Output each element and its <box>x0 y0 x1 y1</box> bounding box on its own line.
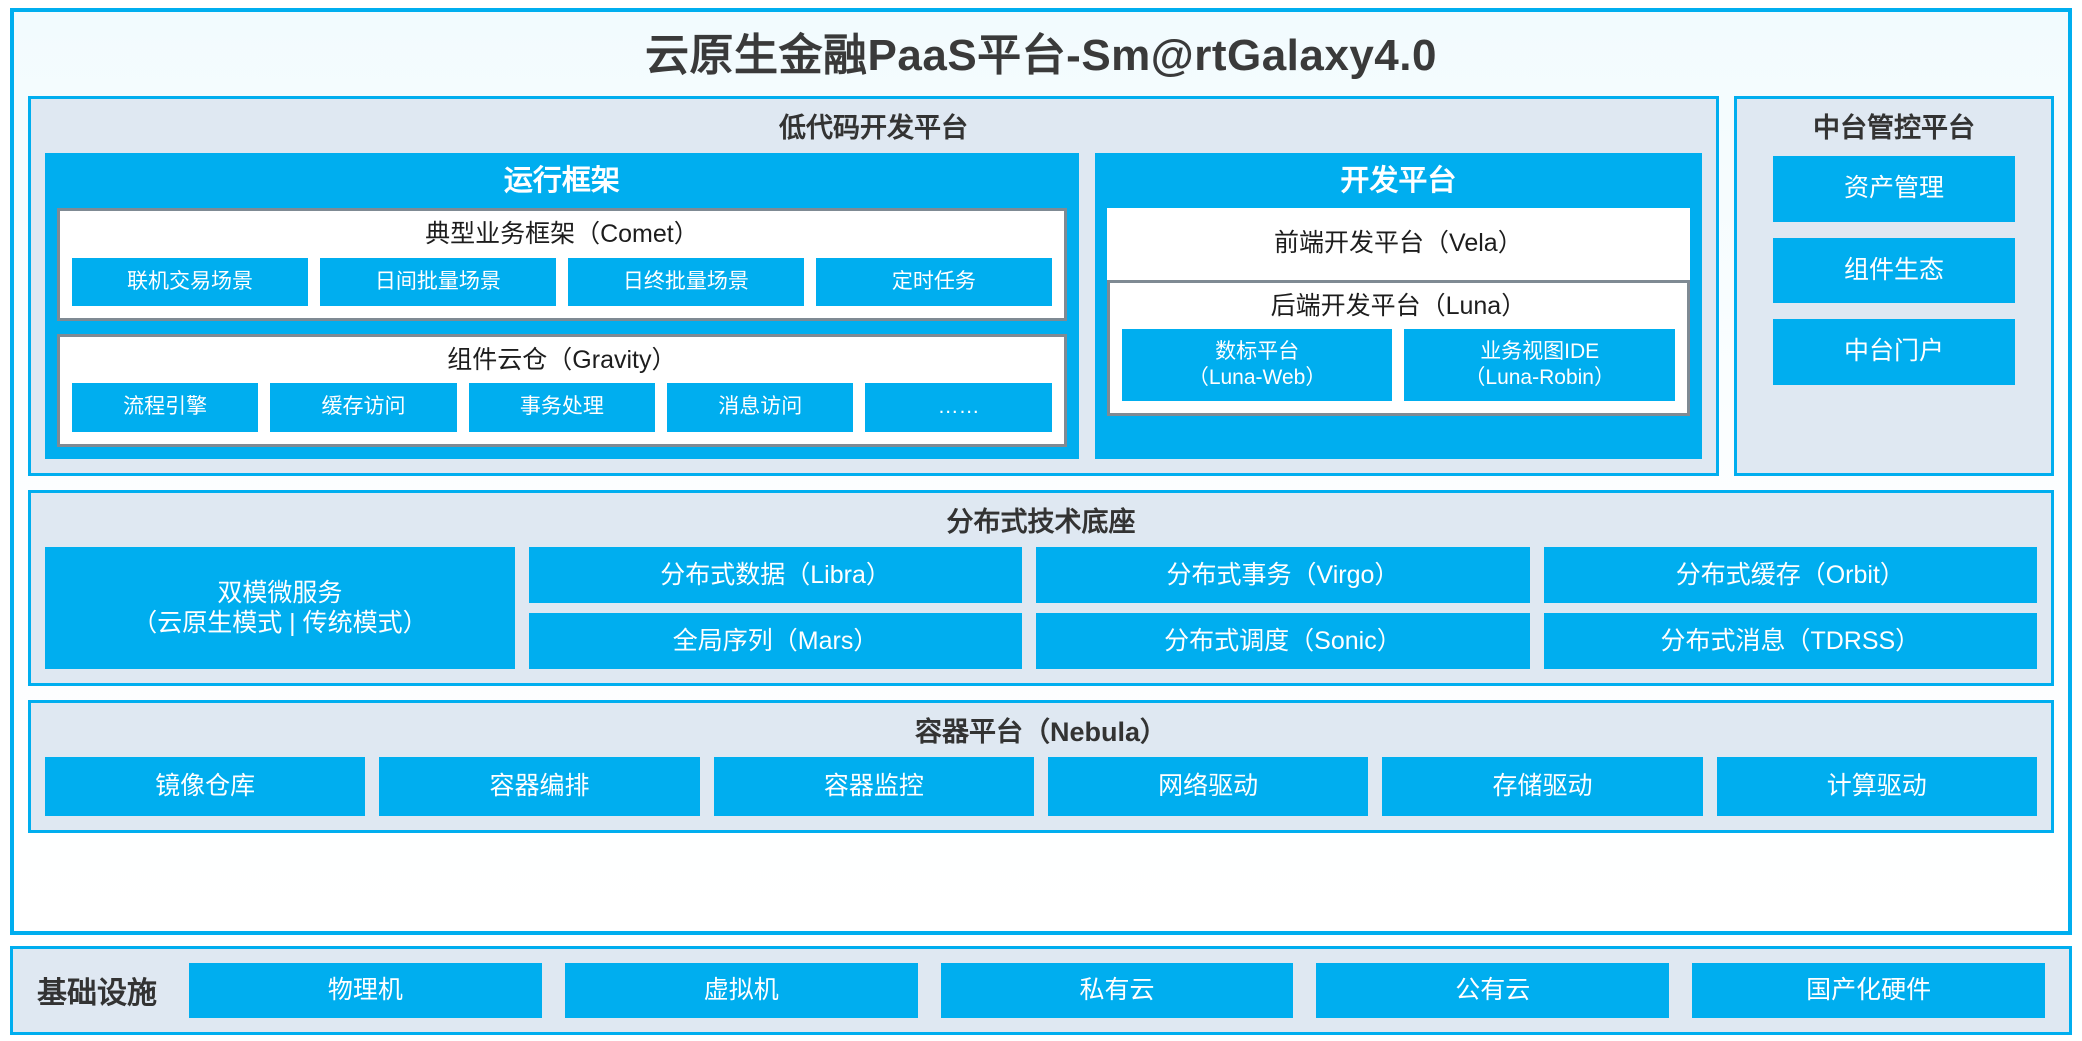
luna-robin-tile[interactable]: 业务视图IDE （Luna-Robin） <box>1404 329 1675 401</box>
infrastructure-items: 物理机 虚拟机 私有云 公有云 国产化硬件 <box>189 962 2045 1018</box>
runtime-framework-title: 运行框架 <box>503 165 620 198</box>
gravity-item-process-engine[interactable]: 流程引擎 <box>72 383 259 432</box>
comet-item-online-transaction[interactable]: 联机交易场景 <box>72 257 308 306</box>
luna-robin-name: 业务视图IDE <box>1480 340 1600 364</box>
infra-item-private-cloud[interactable]: 私有云 <box>940 962 1294 1018</box>
distributed-tech-base-title: 分布式技术底座 <box>946 506 1136 537</box>
midoffice-item-portal[interactable]: 中台门户 <box>1773 319 2015 385</box>
gravity-item-message-access[interactable]: 消息访问 <box>667 383 854 432</box>
comet-chip-row: 联机交易场景 日间批量场景 日终批量场景 定时任务 <box>72 257 1052 306</box>
comet-item-intraday-batch[interactable]: 日间批量场景 <box>319 257 556 306</box>
dual-mode-microservice-modes: （云原生模式 | 传统模式） <box>132 608 428 637</box>
dev-platform-title: 开发平台 <box>1340 165 1457 198</box>
comet-item-eod-batch[interactable]: 日终批量场景 <box>567 257 804 306</box>
global-sequence-mars[interactable]: 全局序列（Mars） <box>528 612 1023 669</box>
distributed-transaction-virgo[interactable]: 分布式事务（Virgo） <box>1036 546 1530 603</box>
distributed-col-microservice: 双模微服务 （云原生模式 | 传统模式） <box>45 546 515 669</box>
dual-mode-microservice-name: 双模微服务 <box>217 578 343 607</box>
luna-web-code: （Luna-Web） <box>1187 365 1327 389</box>
infra-item-virtual-machine[interactable]: 虚拟机 <box>564 962 918 1018</box>
lowcode-platform-title: 低代码开发平台 <box>779 113 968 144</box>
container-item-orchestration[interactable]: 容器编排 <box>379 756 700 817</box>
frame-body: 低代码开发平台 运行框架 典型业务框架（Comet） 联机交易场景 日间批量场景 <box>28 96 2054 916</box>
gravity-item-more[interactable]: …… <box>865 383 1052 432</box>
backend-dev-platform-luna-box: 后端开发平台（Luna） 数标平台 （Luna-Web） 业务视图IDE （Lu… <box>1106 279 1690 416</box>
backend-dev-platform-title: 后端开发平台（Luna） <box>1270 291 1527 320</box>
luna-chip-row: 数标平台 （Luna-Web） 业务视图IDE （Luna-Robin） <box>1121 329 1675 401</box>
container-item-compute-driver[interactable]: 计算驱动 <box>1716 756 2037 817</box>
dev-platform-card: 开发平台 前端开发平台（Vela） 后端开发平台（Luna） 数标平台 （Lun… <box>1094 153 1702 459</box>
gravity-title: 组件云仓（Gravity） <box>447 345 677 374</box>
infra-item-physical-machine[interactable]: 物理机 <box>189 962 542 1018</box>
gravity-chip-row: 流程引擎 缓存访问 事务处理 消息访问 …… <box>72 383 1052 432</box>
distributed-col-2: 分布式事务（Virgo） 分布式调度（Sonic） <box>1036 546 1530 669</box>
lowcode-columns: 运行框架 典型业务框架（Comet） 联机交易场景 日间批量场景 日终批量场景 … <box>45 153 1702 459</box>
gravity-item-transaction[interactable]: 事务处理 <box>468 383 656 432</box>
midoffice-button-stack: 资产管理 组件生态 中台门户 <box>1751 153 2037 458</box>
top-row: 低代码开发平台 运行框架 典型业务框架（Comet） 联机交易场景 日间批量场景 <box>28 96 2054 476</box>
distributed-tech-base-panel: 分布式技术底座 双模微服务 （云原生模式 | 传统模式） 分布式数据（Libra… <box>28 489 2054 686</box>
infrastructure-label: 基础设施 <box>37 977 157 1011</box>
gravity-box: 组件云仓（Gravity） 流程引擎 缓存访问 事务处理 消息访问 …… <box>57 333 1067 447</box>
distributed-col-1: 分布式数据（Libra） 全局序列（Mars） <box>528 546 1023 669</box>
runtime-framework-card: 运行框架 典型业务框架（Comet） 联机交易场景 日间批量场景 日终批量场景 … <box>45 153 1079 459</box>
container-item-network-driver[interactable]: 网络驱动 <box>1047 756 1369 817</box>
distributed-message-tdrss[interactable]: 分布式消息（TDRSS） <box>1543 612 2037 669</box>
dual-mode-microservice-tile[interactable]: 双模微服务 （云原生模式 | 传统模式） <box>45 546 515 669</box>
distributed-col-3: 分布式缓存（Orbit） 分布式消息（TDRSS） <box>1543 546 2037 669</box>
container-item-storage-driver[interactable]: 存储驱动 <box>1382 756 1703 817</box>
comet-title: 典型业务框架（Comet） <box>425 220 699 249</box>
midoffice-control-title: 中台管控平台 <box>1813 113 1975 144</box>
distributed-grid: 双模微服务 （云原生模式 | 传统模式） 分布式数据（Libra） 全局序列（M… <box>45 546 2037 669</box>
container-platform-panel: 容器平台（Nebula） 镜像仓库 容器编排 容器监控 网络驱动 存储驱动 计算… <box>28 699 2054 834</box>
midoffice-item-asset-management[interactable]: 资产管理 <box>1773 156 2015 222</box>
gravity-item-cache-access[interactable]: 缓存访问 <box>270 383 457 432</box>
luna-web-name: 数标平台 <box>1215 340 1300 364</box>
comet-box: 典型业务框架（Comet） 联机交易场景 日间批量场景 日终批量场景 定时任务 <box>57 208 1067 321</box>
lowcode-platform-panel: 低代码开发平台 运行框架 典型业务框架（Comet） 联机交易场景 日间批量场景 <box>28 96 1719 476</box>
container-platform-title: 容器平台（Nebula） <box>914 716 1168 747</box>
container-item-monitoring[interactable]: 容器监控 <box>713 756 1034 817</box>
page-title: 云原生金融PaaS平台-Sm@rtGalaxy4.0 <box>645 31 1437 80</box>
platform-main-frame: 云原生金融PaaS平台-Sm@rtGalaxy4.0 低代码开发平台 运行框架 … <box>10 8 2072 935</box>
infra-item-domestic-hardware[interactable]: 国产化硬件 <box>1692 962 2045 1018</box>
distributed-cache-orbit[interactable]: 分布式缓存（Orbit） <box>1543 546 2037 603</box>
distributed-data-libra[interactable]: 分布式数据（Libra） <box>528 546 1023 603</box>
infra-item-public-cloud[interactable]: 公有云 <box>1316 962 1670 1018</box>
frontend-dev-platform-vela[interactable]: 前端开发平台（Vela） <box>1106 208 1690 280</box>
midoffice-item-component-ecosystem[interactable]: 组件生态 <box>1773 237 2015 304</box>
midoffice-control-panel: 中台管控平台 资产管理 组件生态 中台门户 <box>1734 96 2054 476</box>
luna-robin-code: （Luna-Robin） <box>1464 365 1615 389</box>
container-item-row: 镜像仓库 容器编排 容器监控 网络驱动 存储驱动 计算驱动 <box>45 756 2037 817</box>
infrastructure-bar: 基础设施 物理机 虚拟机 私有云 公有云 国产化硬件 <box>10 945 2072 1035</box>
distributed-scheduling-sonic[interactable]: 分布式调度（Sonic） <box>1036 612 1530 669</box>
luna-web-tile[interactable]: 数标平台 （Luna-Web） <box>1121 329 1393 401</box>
container-item-image-registry[interactable]: 镜像仓库 <box>45 756 366 817</box>
comet-item-scheduled-task[interactable]: 定时任务 <box>815 257 1052 306</box>
